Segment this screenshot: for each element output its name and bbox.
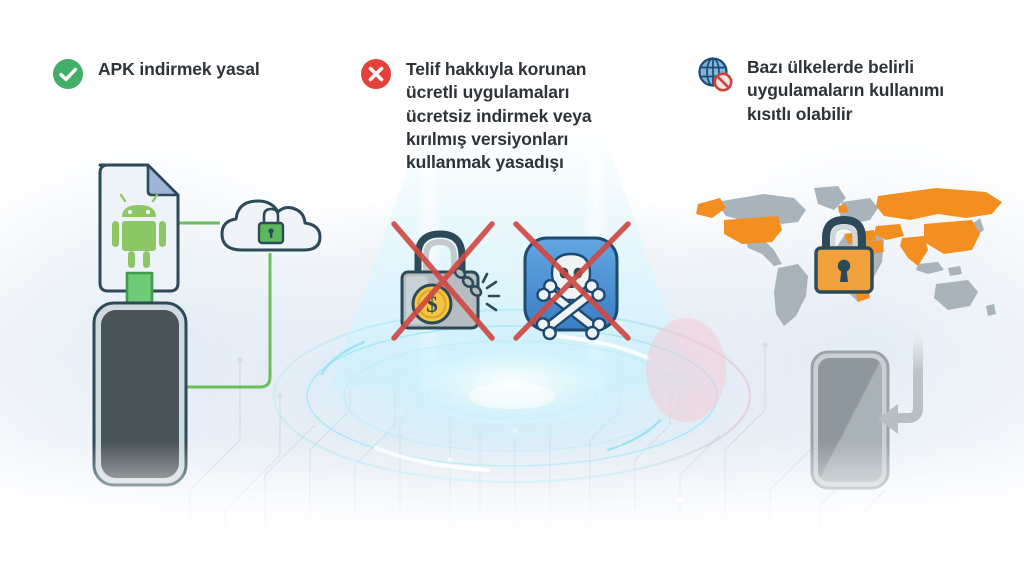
- heading-restricted: Bazı ülkelerde belirli uygulamaların kul…: [747, 57, 945, 124]
- connector-cloud-phone: [162, 253, 272, 389]
- curved-arrow-icon: [878, 332, 923, 434]
- cloud-lock-icon: [220, 199, 322, 252]
- red-cross-overlay: [391, 221, 631, 341]
- padlock-icon: [814, 215, 874, 294]
- hud-rings: [272, 308, 752, 484]
- bottom-fade: [0, 442, 1024, 572]
- x-circle-icon: [360, 58, 392, 90]
- heading-legal: APK indirmek yasal: [98, 59, 260, 79]
- illustration-apk-download: [92, 163, 322, 487]
- column-header-legal: APK indirmek yasal: [52, 58, 260, 90]
- skull-crossbones-app-icon: [523, 236, 619, 341]
- column-header-illegal: Telif hakkıyla korunan ücretli uygulamal…: [360, 58, 634, 174]
- heading-illegal: Telif hakkıyla korunan ücretli uygulamal…: [406, 59, 592, 173]
- smartphone-icon: [92, 301, 188, 487]
- column-header-restricted: Bazı ülkelerde belirli uygulamaların kul…: [697, 56, 979, 126]
- svg-text:$: $: [426, 292, 438, 317]
- world-map-restricted-regions: [696, 188, 1002, 302]
- illustration-piracy-forbidden: $: [391, 221, 631, 341]
- globe-blocked-icon: [697, 56, 733, 92]
- padlock-dollar-broken-chain-icon: $: [400, 230, 501, 330]
- apk-document-icon: [98, 163, 180, 293]
- check-circle-icon: [52, 58, 84, 90]
- illustration-world-map: [696, 186, 1002, 326]
- android-robot-icon: [112, 193, 166, 268]
